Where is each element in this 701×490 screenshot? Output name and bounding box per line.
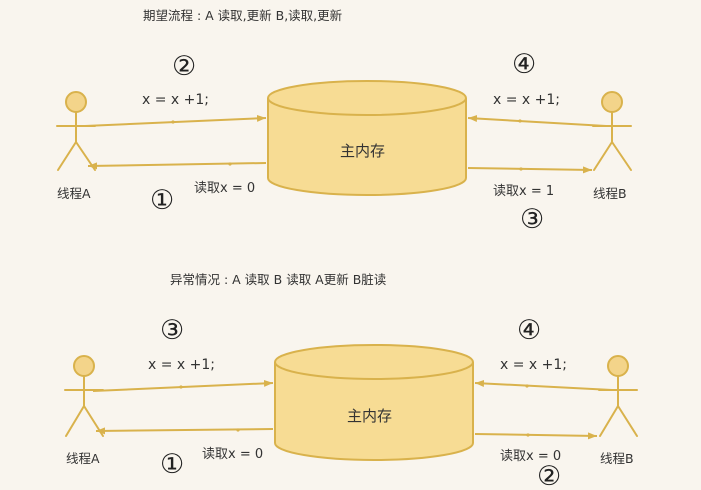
step-marker: ② [537,461,562,490]
step-marker: ① [150,185,175,216]
actor-a-figure [64,355,104,437]
memory-label: 主内存 [340,142,386,160]
step-marker: ③ [160,315,185,346]
section-title: 期望流程 : A 读取,更新 B,读取,更新 [143,8,343,23]
step-marker: ④ [512,49,537,80]
memory-cylinder [267,80,467,196]
section-1 [56,80,632,196]
arrow-b-write [467,115,607,127]
memory-cylinder [274,344,474,461]
actor-a-figure [56,91,96,171]
write-label: x = x +1; [142,92,210,108]
actor-a-label: 线程A [66,451,100,466]
read-label: 读取x = 0 [194,181,256,196]
memory-label: 主内存 [347,407,393,425]
actor-b-label: 线程B [600,451,634,466]
section-2 [64,344,638,461]
read-label: 读取x = 0 [500,449,562,464]
step-marker: ② [172,51,197,82]
actor-a-label: 线程A [57,186,91,201]
write-label: x = x +1; [148,357,216,373]
write-label: x = x +1; [493,92,561,108]
arrow-b-read [467,166,593,174]
arrow-a-write [84,114,267,127]
arrow-b-read [474,432,598,440]
actor-b-figure [598,355,638,437]
arrow-a-read [87,162,267,170]
write-label: x = x +1; [500,357,568,373]
actor-b-label: 线程B [593,186,627,201]
arrow-a-write [92,379,274,392]
arrow-a-read [95,427,274,435]
step-marker: ④ [517,315,542,346]
step-marker: ① [160,449,185,480]
read-label: 读取x = 0 [202,447,264,462]
arrow-b-write [474,379,613,391]
actor-b-figure [592,91,632,171]
section-title: 异常情况 : A 读取 B 读取 A更新 B脏读 [170,272,387,287]
step-marker: ③ [520,204,545,235]
read-label: 读取x = 1 [493,184,555,199]
